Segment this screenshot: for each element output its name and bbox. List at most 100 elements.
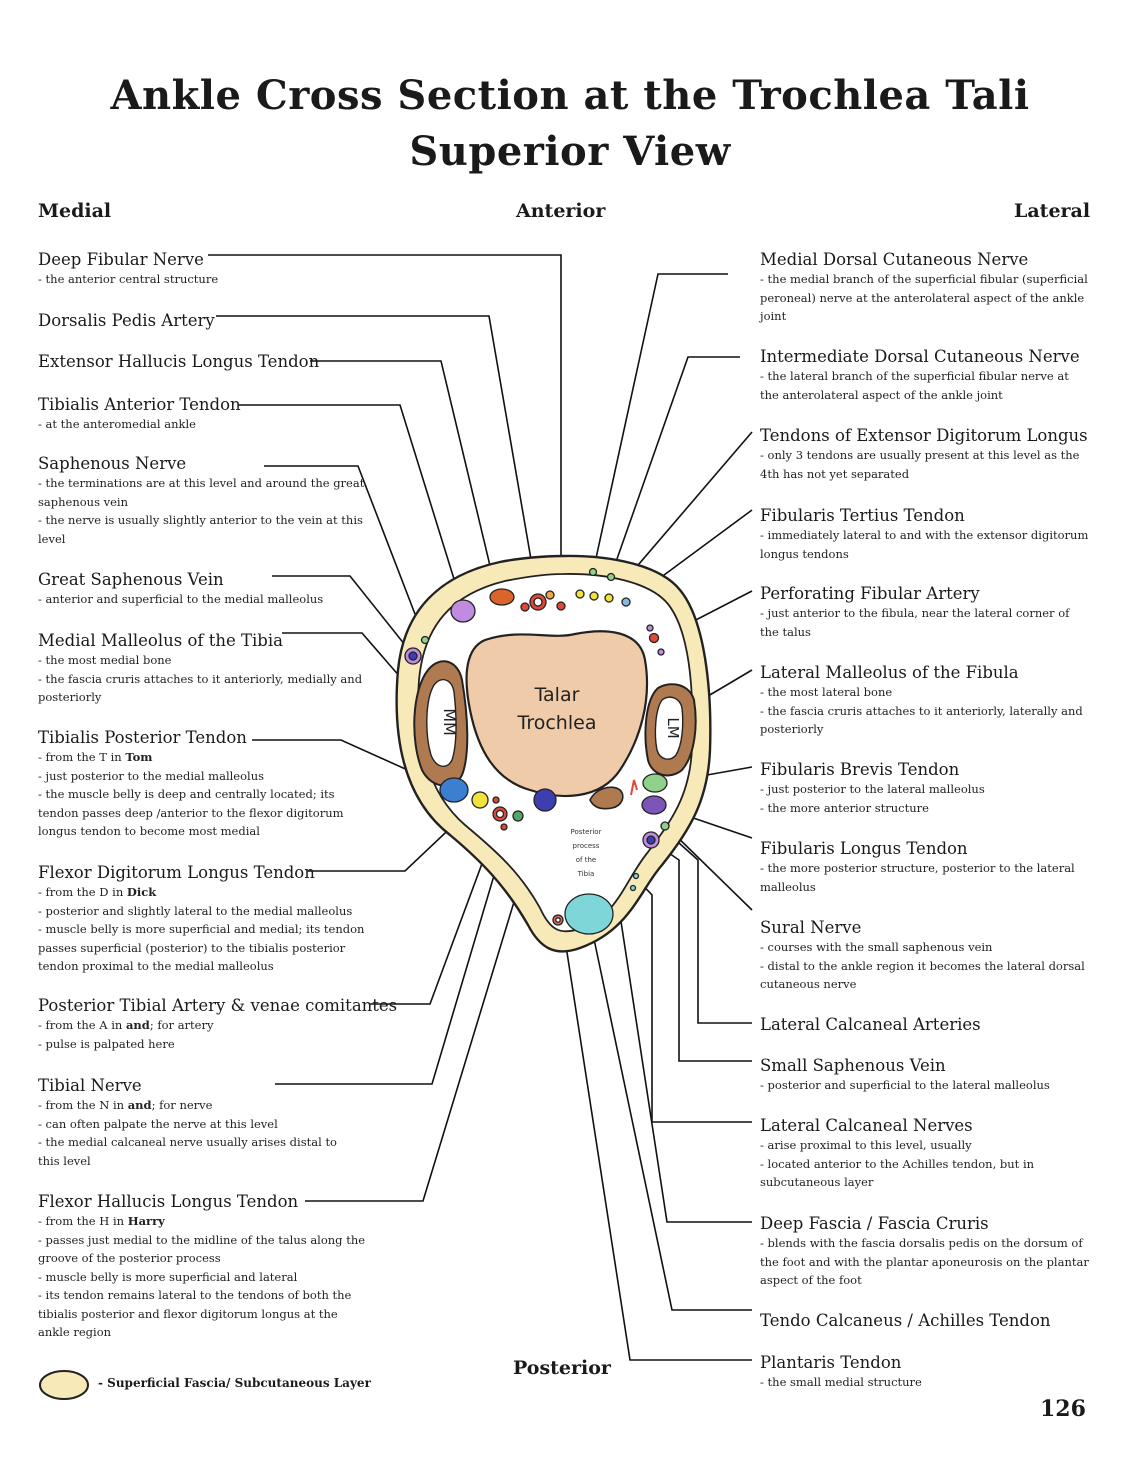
label-note: - its tendon remains lateral to the tend… — [38, 1288, 352, 1339]
label-extensor-digitorum-longus: Tendons of Extensor Digitorum Longus - o… — [760, 425, 1090, 483]
tibialis-anterior-tendon — [450, 599, 476, 623]
label-note: - the most medial bone — [38, 653, 172, 667]
label-title: Extensor Hallucis Longus Tendon — [38, 352, 320, 371]
label-fibularis-tertius: Fibularis Tertius Tendon - immediately l… — [760, 505, 1090, 563]
label-note: - only 3 tendons are usually present at … — [760, 448, 1080, 481]
dorsalis-pedis-lumen — [533, 597, 543, 607]
label-lateral-malleolus: Lateral Malleolus of the Fibula - the mo… — [760, 662, 1090, 739]
label-title: Tibialis Posterior Tendon — [38, 728, 247, 747]
edl-tendon-2 — [589, 591, 599, 601]
label-sural-nerve: Sural Nerve - courses with the small sap… — [760, 917, 1090, 994]
label-achilles-tendon: Tendo Calcaneus / Achilles Tendon — [760, 1310, 1090, 1331]
label-title: Medial Malleolus of the Tibia — [38, 631, 283, 650]
label-title: Lateral Calcaneal Arteries — [760, 1015, 981, 1034]
label-lateral-calcaneal-arteries: Lateral Calcaneal Arteries — [760, 1014, 1090, 1035]
label-title: Saphenous Nerve — [38, 454, 187, 473]
label-title: Tendo Calcaneus / Achilles Tendon — [760, 1311, 1051, 1330]
label-plantaris-tendon: Plantaris Tendon - the small medial stru… — [760, 1352, 1090, 1392]
label-deep-fibular-nerve: Deep Fibular Nerve - the anterior centra… — [38, 249, 378, 289]
intermediate-dorsal-cutaneous-nerve — [606, 572, 616, 582]
venae-comitantes-2 — [500, 823, 508, 831]
label-medial-malleolus: Medial Malleolus of the Tibia - the most… — [38, 630, 378, 707]
label-note: - from the D in Dick — [38, 885, 157, 899]
label-note: - can often palpate the nerve at this le… — [38, 1116, 278, 1131]
tibial-nerve — [512, 810, 524, 822]
label-note: - the more anterior structure — [760, 800, 929, 815]
label-medial-dorsal-cutaneous-nerve: Medial Dorsal Cutaneous Nerve - the medi… — [760, 249, 1090, 326]
label-note: - from the A in and; for artery — [38, 1018, 214, 1032]
direction-anterior: Anterior — [516, 200, 606, 222]
label-title: Tibial Nerve — [38, 1076, 142, 1095]
dorsalis-vena-comitans — [520, 602, 530, 612]
perforating-fibular-artery — [648, 632, 660, 644]
plantaris-tendon-core — [555, 917, 561, 923]
label-note: - from the T in Tom — [38, 750, 153, 764]
label-title: Fibularis Tertius Tendon — [760, 506, 965, 525]
label-tibialis-posterior: Tibialis Posterior Tendon - from the T i… — [38, 727, 378, 841]
page-number: 126 — [1040, 1396, 1086, 1422]
label-note: - the terminations are at this level and… — [38, 476, 365, 509]
label-note: - passes just medial to the midline of t… — [38, 1232, 366, 1266]
label-lateral-calcaneal-nerves: Lateral Calcaneal Nerves - arise proxima… — [760, 1115, 1090, 1192]
label-note: - posterior and slightly lateral to the … — [38, 903, 353, 918]
label-title: Fibularis Longus Tendon — [760, 839, 968, 858]
posterior-process-label-1: Posterior — [571, 828, 602, 836]
label-intermediate-dorsal-cutaneous-nerve: Intermediate Dorsal Cutaneous Nerve - th… — [760, 346, 1090, 404]
label-note: - muscle belly is more superficial and m… — [38, 922, 365, 973]
flexor-hallucis-longus-tendon — [533, 788, 557, 812]
page-subtitle: Superior View — [409, 128, 731, 175]
label-note: - courses with the small saphenous vein — [760, 940, 993, 954]
label-note: - the lateral branch of the superficial … — [760, 369, 1069, 402]
label-title: Tendons of Extensor Digitorum Longus — [760, 426, 1088, 445]
label-title: Dorsalis Pedis Artery — [38, 311, 215, 330]
label-deep-fascia: Deep Fascia / Fascia Cruris - blends wit… — [760, 1213, 1090, 1290]
posterior-process-label-4: Tibia — [577, 870, 595, 878]
lateral-malleolus-cortex — [654, 696, 684, 760]
structures — [404, 567, 670, 935]
leader-lines — [208, 254, 753, 1361]
label-note: - pulse is palpated here — [38, 1036, 175, 1051]
fibularis-longus-tendon — [641, 795, 667, 815]
label-perforating-fibular-artery: Perforating Fibular Artery - just anteri… — [760, 583, 1090, 641]
label-note: - the muscle belly is deep and centrally… — [38, 787, 344, 838]
label-title: Posterior Tibial Artery & venae comitant… — [38, 996, 398, 1015]
label-title: Intermediate Dorsal Cutaneous Nerve — [760, 347, 1080, 366]
talar-trochlea — [465, 630, 649, 798]
perforating-vein-1 — [657, 648, 665, 656]
label-note: - from the N in and; for nerve — [38, 1098, 213, 1112]
label-title: Flexor Digitorum Longus Tendon — [38, 863, 315, 882]
fibular-artery-branch — [630, 779, 638, 796]
label-title: Great Saphenous Vein — [38, 570, 224, 589]
posterior-process-label-3: of the — [576, 856, 596, 864]
venae-comitantes-1 — [492, 796, 500, 804]
label-note: - the medial branch of the superficial f… — [760, 272, 1088, 323]
label-fibularis-longus: Fibularis Longus Tendon - the more poste… — [760, 838, 1090, 896]
direction-lateral: Lateral — [1014, 200, 1091, 222]
lm-label: LM — [664, 717, 682, 738]
label-note: - the nerve is usually slightly anterior… — [38, 513, 363, 546]
label-title: Tibialis Anterior Tendon — [38, 395, 241, 414]
tibialis-posterior-tendon — [439, 777, 469, 803]
label-title: Fibularis Brevis Tendon — [760, 760, 960, 779]
label-note: - immediately lateral to and with the ex… — [760, 528, 1089, 561]
label-title: Sural Nerve — [760, 918, 862, 937]
posterior-tibial-artery-lumen — [495, 809, 505, 819]
label-title: Flexor Hallucis Longus Tendon — [38, 1192, 299, 1211]
talar-label-line2: Trochlea — [517, 712, 597, 734]
label-note: - blends with the fascia dorsalis pedis … — [760, 1236, 1089, 1287]
label-note: - the fascia cruris attaches to it anter… — [38, 671, 363, 705]
label-note: - the small medial structure — [760, 1375, 922, 1389]
sural-nerve — [660, 821, 670, 831]
label-note: - from the H in Harry — [38, 1214, 165, 1228]
label-note: - the more posterior structure, posterio… — [760, 861, 1075, 894]
label-title: Lateral Calcaneal Nerves — [760, 1116, 973, 1135]
direction-posterior: Posterior — [513, 1357, 611, 1379]
label-note: - located anterior to the Achilles tendo… — [760, 1156, 1035, 1190]
label-dorsalis-pedis-artery: Dorsalis Pedis Artery — [38, 310, 378, 331]
label-note: - just posterior to the lateral malleolu… — [760, 782, 985, 796]
saphenous-nerve — [420, 635, 430, 645]
label-title: Deep Fibular Nerve — [38, 250, 204, 269]
lateral-calcaneal-artery — [629, 884, 637, 892]
label-note: - the medial calcaneal nerve usually ari… — [38, 1135, 337, 1168]
